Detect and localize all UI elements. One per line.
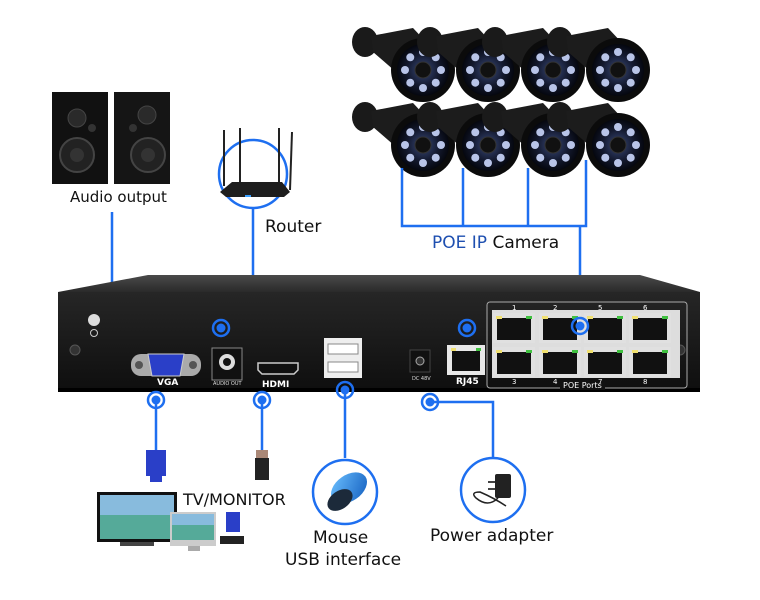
ip-camera-icon	[482, 27, 585, 102]
audio-output-label: Audio output	[70, 188, 167, 206]
router-icon	[217, 128, 293, 210]
poe-port-number: 6	[643, 304, 648, 312]
rj45-label: RJ45	[456, 377, 479, 387]
poe-ports	[486, 301, 688, 389]
vga-label: VGA	[157, 378, 179, 388]
poe-port-number: 3	[512, 378, 517, 386]
rj45-port	[447, 345, 485, 375]
poe-jack	[493, 347, 535, 377]
connector-dot	[457, 318, 477, 338]
speakers-icon	[52, 92, 170, 184]
audio-out-port	[211, 347, 243, 381]
dc-label: DC 48V	[412, 376, 431, 382]
poe-port-number: 8	[643, 378, 648, 386]
ip-camera-icon	[417, 27, 520, 102]
connector-dot	[211, 318, 231, 338]
nvr-recorder	[58, 275, 700, 392]
tv-monitor-label: TV/MONITOR	[183, 490, 286, 509]
poe-port-number: 4	[553, 378, 558, 386]
power-adapter-label: Power adapter	[430, 526, 554, 546]
connector-dot	[570, 316, 590, 336]
ip-camera-icon	[482, 102, 585, 177]
connector-dot	[146, 390, 166, 410]
vga-plug-icon	[146, 450, 166, 482]
poe-jack	[584, 347, 626, 377]
poe-ip-text: POE IP	[432, 233, 488, 253]
poe-port-number: 1	[512, 304, 517, 312]
ip-camera-icon	[352, 102, 455, 177]
poe-jack	[629, 313, 671, 343]
power-adapter-icon	[459, 456, 527, 524]
ip-camera-icon	[352, 27, 455, 102]
dc-power-port	[409, 349, 431, 373]
camera-text: Camera	[492, 233, 560, 253]
connector-dot	[252, 390, 272, 410]
monitor-icon	[97, 492, 244, 551]
poe-port-number: 7	[598, 378, 603, 386]
poe-jack	[493, 313, 535, 343]
poe-camera-label: POE IP Camera	[432, 233, 559, 253]
usb-interface-label: USB interface	[285, 550, 402, 570]
ip-camera-icon	[417, 102, 520, 177]
ip-camera-icon	[547, 27, 650, 102]
poe-jack	[584, 313, 626, 343]
connector-dot	[420, 392, 440, 412]
mouse-icon	[311, 458, 379, 526]
vga-port	[131, 353, 201, 377]
router-label: Router	[265, 217, 322, 237]
connector-dot	[335, 380, 355, 400]
poe-port-number: 2	[553, 304, 558, 312]
poe-jack	[539, 347, 581, 377]
mouse-label: Mouse	[313, 528, 369, 548]
hdmi-plug-icon	[255, 450, 269, 480]
poe-jack	[629, 347, 671, 377]
ip-camera-icon	[547, 102, 650, 177]
poe-ports-label: POE Ports	[560, 381, 605, 390]
hdmi-label: HDMI	[262, 380, 290, 390]
ip-cameras	[352, 27, 650, 177]
poe-port-number: 5	[598, 304, 603, 312]
hdmi-port	[257, 362, 299, 375]
usb-ports	[324, 338, 362, 378]
audio-out-label: AUDIO OUT	[213, 381, 242, 387]
connector-dots	[146, 316, 590, 412]
poe-jack	[539, 313, 581, 343]
